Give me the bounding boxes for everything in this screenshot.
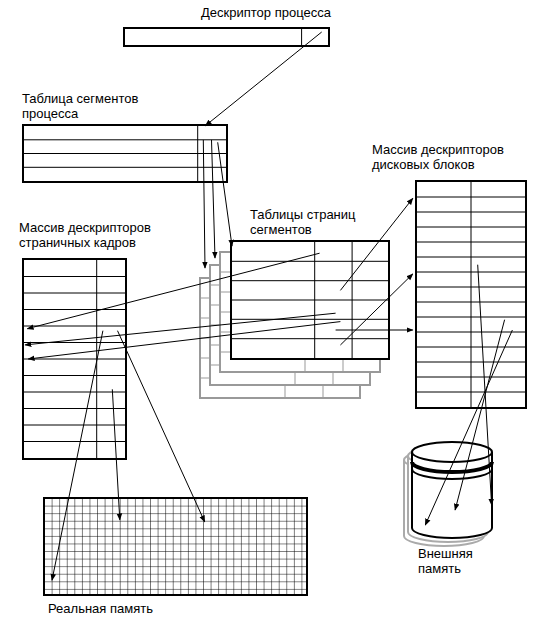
table-grid bbox=[24, 126, 226, 181]
grid-cells bbox=[45, 499, 306, 594]
node-frame bbox=[43, 497, 308, 596]
node-heading: Внешняя память bbox=[418, 546, 493, 576]
memory-grid bbox=[45, 499, 306, 594]
node-frame bbox=[22, 124, 228, 183]
pointer-arrow bbox=[52, 331, 103, 581]
table-grid bbox=[301, 29, 302, 45]
disk-band bbox=[412, 469, 492, 479]
real-memory: Реальная память bbox=[43, 497, 308, 596]
table-grid bbox=[417, 182, 525, 407]
node-heading: Массив дескрипторов дисковых блоков bbox=[372, 142, 512, 172]
segment-table: Таблица сегментов процесса bbox=[22, 124, 228, 183]
pointer-arrow bbox=[455, 320, 505, 510]
pointer-arrow bbox=[28, 322, 340, 359]
node-frame bbox=[230, 240, 390, 360]
pointer-arrow bbox=[205, 32, 321, 126]
node-heading: Таблица сегментов процесса bbox=[22, 91, 172, 121]
pointer-arrow bbox=[203, 140, 205, 268]
pointer-arrow bbox=[212, 140, 216, 258]
node-heading: Реальная память bbox=[48, 601, 248, 616]
page-table: Таблицы страниц сегментов bbox=[230, 240, 390, 360]
external-memory-disk: Внешняя память bbox=[410, 440, 495, 540]
frame-descriptor-array: Массив дескрипторов страничных кадров bbox=[22, 258, 127, 460]
table-grid bbox=[24, 260, 125, 458]
pointer-arrow bbox=[340, 198, 412, 290]
pointer-arrow bbox=[336, 330, 413, 331]
table-lines bbox=[125, 29, 328, 45]
table-lines bbox=[24, 126, 226, 181]
process-descriptor: Дескриптор процесса bbox=[123, 27, 330, 47]
node-frame bbox=[123, 27, 330, 47]
pointer-arrow bbox=[112, 389, 120, 520]
node-frame bbox=[410, 440, 495, 540]
table-lines bbox=[24, 260, 125, 458]
disk-band bbox=[412, 462, 492, 472]
pointer-arrow bbox=[340, 274, 412, 345]
pointer-arrow bbox=[25, 313, 336, 345]
pointer-arrow bbox=[118, 331, 205, 522]
disk-top bbox=[412, 442, 492, 462]
node-frame bbox=[415, 180, 527, 409]
node-heading: Массив дескрипторов страничных кадров bbox=[19, 220, 159, 250]
node-heading: Таблицы страниц сегментов bbox=[250, 207, 375, 237]
pointer-arrow bbox=[27, 253, 319, 329]
pointer-arrow bbox=[218, 142, 232, 246]
table-lines bbox=[232, 242, 388, 358]
node-heading: Дескриптор процесса bbox=[201, 5, 351, 20]
pointer-arrow bbox=[478, 265, 492, 505]
table-grid bbox=[232, 242, 388, 358]
table-lines bbox=[417, 182, 525, 407]
disk-block-array: Массив дескрипторов дисковых блоков bbox=[415, 180, 527, 409]
node-frame bbox=[22, 258, 127, 460]
disk-outline bbox=[410, 440, 495, 540]
disk-body bbox=[412, 452, 492, 538]
pointer-arrow bbox=[425, 330, 512, 525]
